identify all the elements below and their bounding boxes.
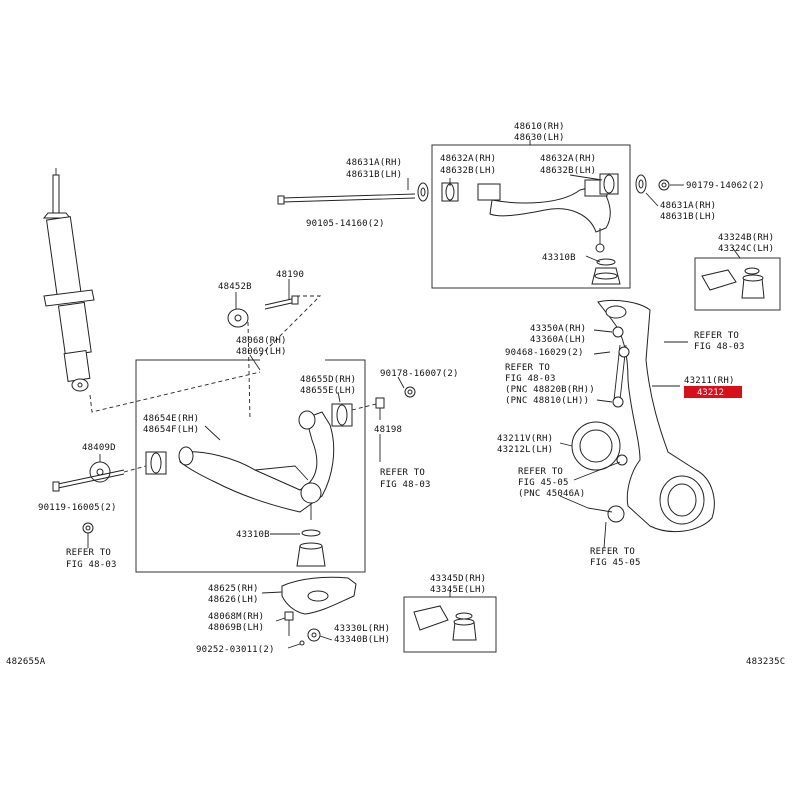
label-lower-arm-lh: 48069(LH) [236, 347, 287, 357]
upper-arm [477, 179, 611, 253]
stabilizer-link-43350a [593, 326, 630, 408]
label-boot-43310b-lower: 43310B [236, 530, 270, 540]
label-link-43350a-rh: 43350A(RH) [530, 324, 586, 334]
label-refer-to-5: REFER TO [518, 467, 563, 477]
label-pin-90252: 90252-03011(2) [196, 645, 275, 655]
bush-48632-right [599, 173, 619, 195]
nut-48409-refer [82, 522, 94, 548]
label-kit-43345d-rh: 43345D(RH) [430, 574, 486, 584]
bush-48655 [331, 403, 353, 427]
lower-arm-group-box [135, 359, 366, 573]
nut-90178 [404, 386, 416, 398]
corner-code-left: 482655A [6, 657, 46, 667]
lower-arm [178, 410, 335, 513]
washer-48631-left [417, 182, 429, 202]
label-pad-48626-lh: 48626(LH) [208, 595, 259, 605]
label-bush-48632a-rh-right: 48632A(RH) [540, 154, 596, 164]
label-cam-48409d: 48409D [82, 443, 116, 453]
upper-arm-group-box [431, 144, 631, 289]
label-kit-43324b-rh: 43324B(RH) [718, 233, 774, 243]
label-bolt-48190: 48190 [276, 270, 304, 280]
lower-ball-joint [300, 482, 322, 520]
label-pad-48625-rh: 48625(RH) [208, 584, 259, 594]
label-bush-48632b-lh-right: 48632B(LH) [540, 166, 596, 176]
label-refer-to-1: REFER TO [380, 468, 425, 478]
label-bolt-48069b-lh: 48069B(LH) [208, 623, 264, 633]
label-bolt-48631a-rh-left: 48631A(RH) [346, 158, 402, 168]
label-fig-48-03-1: FIG 48-03 [380, 480, 431, 490]
label-kit-43324c-lh: 43324C(LH) [718, 244, 774, 254]
label-refer-to-4: REFER TO [694, 331, 739, 341]
label-bolt-90105: 90105-14160(2) [306, 219, 385, 229]
corner-code-right: 483235C [746, 657, 785, 667]
tie-rod-end-45046a [587, 505, 625, 549]
label-pnc-48810: (PNC 48810(LH)) [505, 396, 589, 406]
label-boot-43310b-upper: 43310B [542, 253, 576, 263]
label-seal-43211v-rh: 43211V(RH) [497, 434, 553, 444]
label-refer-to-2: REFER TO [66, 548, 111, 558]
boot-43310b-upper [591, 258, 621, 285]
label-bush-48655d-rh: 48655D(RH) [300, 375, 356, 385]
label-fig-48-03-2: FIG 48-03 [66, 560, 117, 570]
label-bolt-90119: 90119-16005(2) [38, 503, 117, 513]
label-refer-to-6: REFER TO [590, 547, 635, 557]
cam-48452b [227, 308, 249, 328]
label-nut-90468: 90468-16029(2) [505, 348, 584, 358]
bolt-48198 [375, 397, 385, 420]
bush-48654 [145, 451, 167, 475]
washer-48631-right [635, 174, 647, 194]
bolt-48068m [284, 611, 294, 636]
label-pnc-48820b: (PNC 48820B(RH)) [505, 385, 595, 395]
label-fig-48-03-3: FIG 48-03 [505, 374, 556, 384]
label-lower-arm-rh: 48068(RH) [236, 336, 287, 346]
pad-48625 [281, 576, 357, 615]
label-bolt-48631a-rh-right: 48631A(RH) [660, 201, 716, 211]
label-bolt-48631b-lh-right: 48631B(LH) [660, 212, 716, 222]
boot-43310b-lower [296, 529, 326, 567]
label-knuckle-43211-rh: 43211(RH) [684, 376, 735, 386]
label-link-43360a-lh: 43360A(LH) [530, 335, 586, 345]
label-seal-43212l-lh: 43212L(LH) [497, 445, 553, 455]
label-nut-43330l-rh: 43330L(RH) [334, 624, 390, 634]
label-bush-48632b-lh-left: 48632B(LH) [440, 166, 496, 176]
label-fig-45-05-1: FIG 45-05 [518, 478, 569, 488]
label-nut-90179: 90179-14062(2) [686, 181, 765, 191]
label-knuckle-43212-highlight[interactable]: 43212 [697, 388, 724, 398]
label-bush-48632a-rh-left: 48632A(RH) [440, 154, 496, 164]
label-refer-to-3: REFER TO [505, 363, 550, 373]
label-nut-90178: 90178-16007(2) [380, 369, 459, 379]
label-fig-48-03-4: FIG 48-03 [694, 342, 745, 352]
ball-joint-kit-43324-box [694, 257, 781, 311]
nut-43330l [307, 628, 321, 642]
label-upper-arm-rh: 48610(RH) [514, 122, 565, 132]
bolt-48190 [264, 295, 299, 310]
leader-lines [99, 174, 741, 641]
bolt-90105 [277, 178, 416, 205]
label-cam-48452b: 48452B [218, 282, 252, 292]
knuckle-43212-highlight-box [684, 386, 742, 398]
ball-joint-kit-43345 [413, 605, 477, 641]
label-fig-45-05-2: FIG 45-05 [590, 558, 641, 568]
pin-90252 [287, 640, 305, 649]
dust-seal-43211v [571, 421, 621, 471]
label-bolt-48068m-rh: 48068M(RH) [208, 612, 264, 622]
label-bolt-48631b-lh-left: 48631B(LH) [346, 170, 402, 180]
label-bush-48654e-rh: 48654E(RH) [143, 414, 199, 424]
label-bush-48655e-lh: 48655E(LH) [300, 386, 356, 396]
label-bolt-48198: 48198 [374, 425, 402, 435]
nut-90179 [658, 179, 684, 191]
label-upper-arm-lh: 48630(LH) [514, 133, 565, 143]
label-kit-43345e-lh: 43345E(LH) [430, 585, 486, 595]
labels: 48610(RH) 48630(LH) 48632A(RH) 48632B(LH… [6, 122, 785, 667]
label-bush-48654f-lh: 48654F(LH) [143, 425, 199, 435]
label-nut-43340b-lh: 43340B(LH) [334, 635, 390, 645]
bolt-90119 [52, 469, 125, 492]
label-pnc-45046a: (PNC 45046A) [518, 489, 585, 499]
ball-joint-kit-43324 [701, 267, 765, 299]
steering-knuckle [597, 299, 715, 532]
shock-absorber [42, 168, 95, 392]
